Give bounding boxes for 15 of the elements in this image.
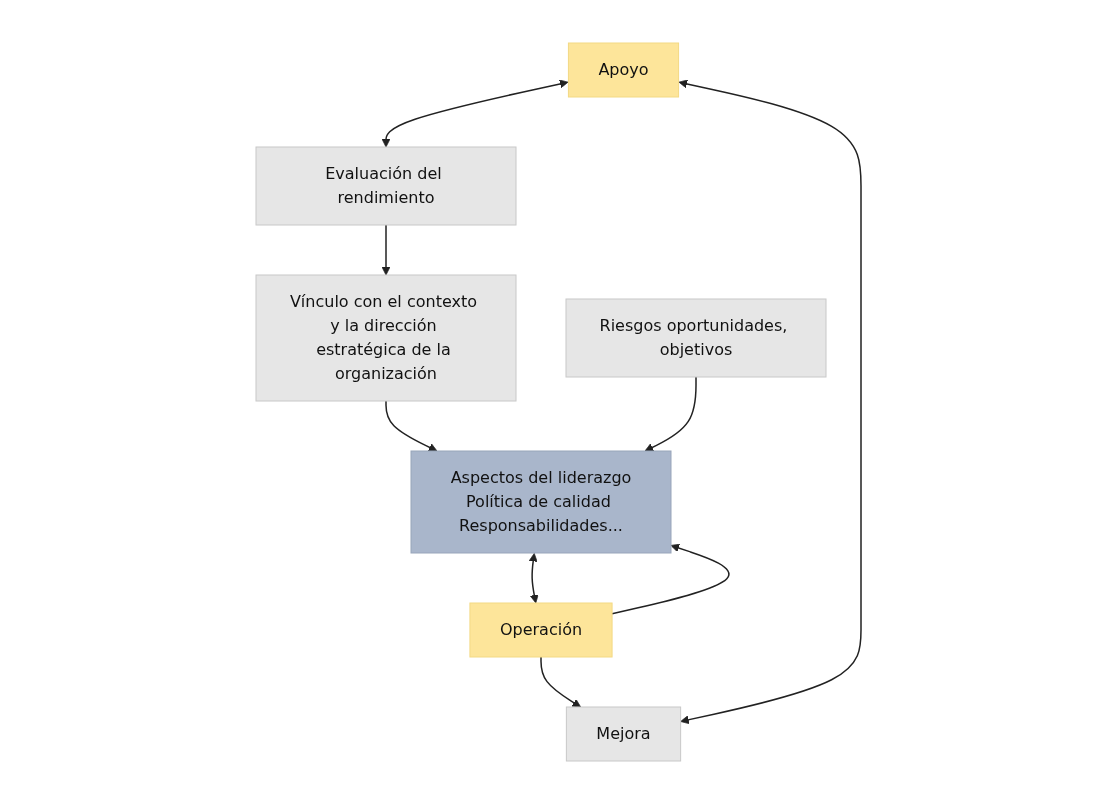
arrow <box>611 543 730 615</box>
node-box: Mejora <box>565 706 682 762</box>
arrow <box>540 656 582 708</box>
arrow <box>381 79 569 148</box>
node-box: Evaluación del rendimiento <box>255 146 517 226</box>
arrow <box>678 79 862 725</box>
node-box: Vínculo con el contexto y la dirección estratégica de la organización <box>255 274 517 402</box>
arrow <box>385 400 438 452</box>
node-box: Riesgos oportunidades, objetivos <box>565 298 827 378</box>
node-box: Operación <box>469 602 613 658</box>
arrow <box>644 376 697 452</box>
node-box: Apoyo <box>567 42 680 98</box>
arrow <box>381 224 391 276</box>
node-box: Aspectos del liderazgo Política de calidad Responsabilidades... <box>410 450 672 554</box>
arrow <box>528 553 539 604</box>
